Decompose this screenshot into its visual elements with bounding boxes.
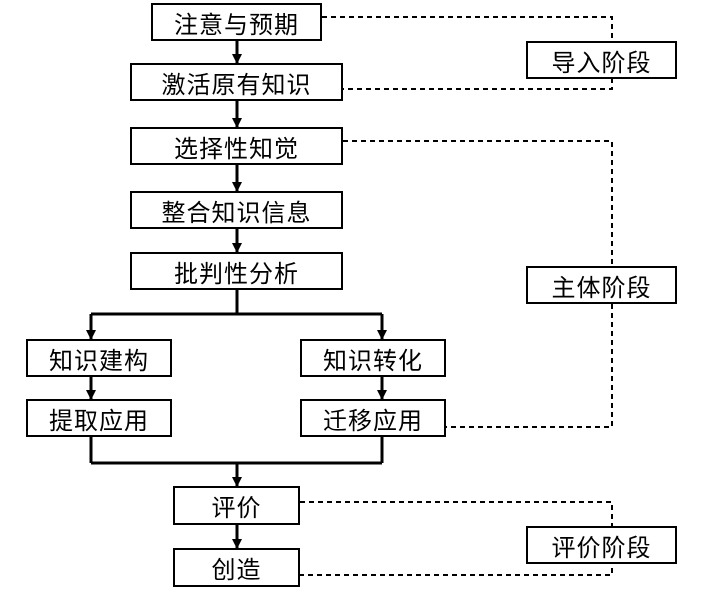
step-extract-apply: 提取应用 [26,399,172,437]
step-knowledge-construction: 知识建构 [26,339,172,377]
step-transfer-apply: 迁移应用 [300,399,446,437]
step-create: 创造 [173,548,300,587]
step-selective-perception: 选择性知觉 [130,127,343,165]
step-integrate-knowledge: 整合知识信息 [130,191,343,229]
bracket-evaluation-stage [300,501,613,576]
step-attention-expectation: 注意与预期 [151,3,322,41]
step-critical-analysis: 批判性分析 [130,252,343,290]
step-knowledge-transformation: 知识转化 [300,339,446,377]
stage-label-intro: 导入阶段 [526,41,677,79]
stage-label-evaluation: 评价阶段 [526,526,677,564]
step-evaluate: 评价 [173,486,300,525]
step-activate-prior-knowledge: 激活原有知识 [130,63,343,101]
stage-label-main: 主体阶段 [526,266,677,304]
